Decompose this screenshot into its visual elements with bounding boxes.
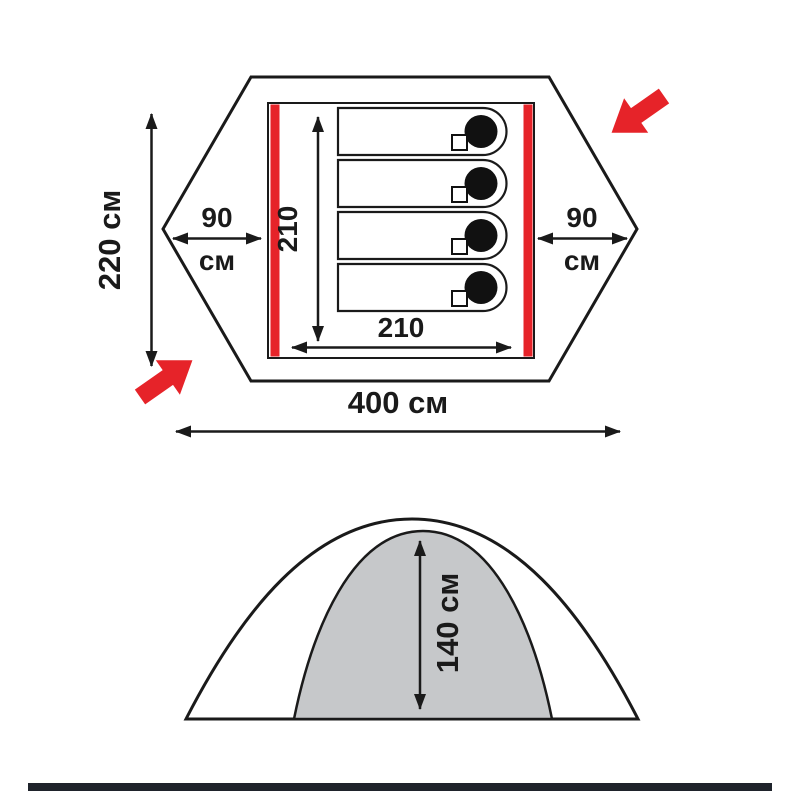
dimension-label-vestibule-right-value: 90: [566, 202, 597, 233]
sleeping-bag: [336, 158, 508, 209]
dimension-label-inner-depth: 210: [272, 206, 303, 253]
dimension-label-total-width: 400 см: [348, 385, 449, 420]
dimension-label-vestibule-left-value: 90: [201, 202, 232, 233]
inner-tent-right-wall: [523, 104, 533, 357]
footer-divider: [28, 783, 772, 791]
dimension-label-vestibule-left-unit: см: [199, 245, 235, 276]
sleeping-bag-pillow: [451, 290, 468, 307]
dimension-label-inner-width: 210: [378, 312, 425, 343]
entrance-arrow-bottom-icon: [134, 360, 193, 405]
sleeping-bag-head: [464, 115, 498, 148]
sleeping-bag-pillow: [451, 238, 468, 255]
sleeping-bag-pillow: [451, 134, 468, 151]
dimension-label-vestibule-right-unit: см: [564, 245, 600, 276]
entrance-arrow-shape: [134, 360, 193, 405]
sleeping-bag-pillow: [451, 186, 468, 203]
sleeping-bag-head: [464, 271, 498, 304]
inner-tent-left-wall: [270, 104, 280, 357]
dimension-label-height: 140 см: [430, 573, 465, 674]
sleeping-bag: [336, 262, 508, 313]
sleeping-bag: [336, 210, 508, 261]
sleeping-bag-head: [464, 167, 498, 200]
sleeping-bag-head: [464, 219, 498, 252]
sleeping-bag: [336, 106, 508, 157]
dimension-label-total-depth: 220 см: [92, 190, 127, 291]
entrance-arrow-top-icon: [611, 88, 670, 133]
entrance-arrow-shape: [611, 88, 670, 133]
